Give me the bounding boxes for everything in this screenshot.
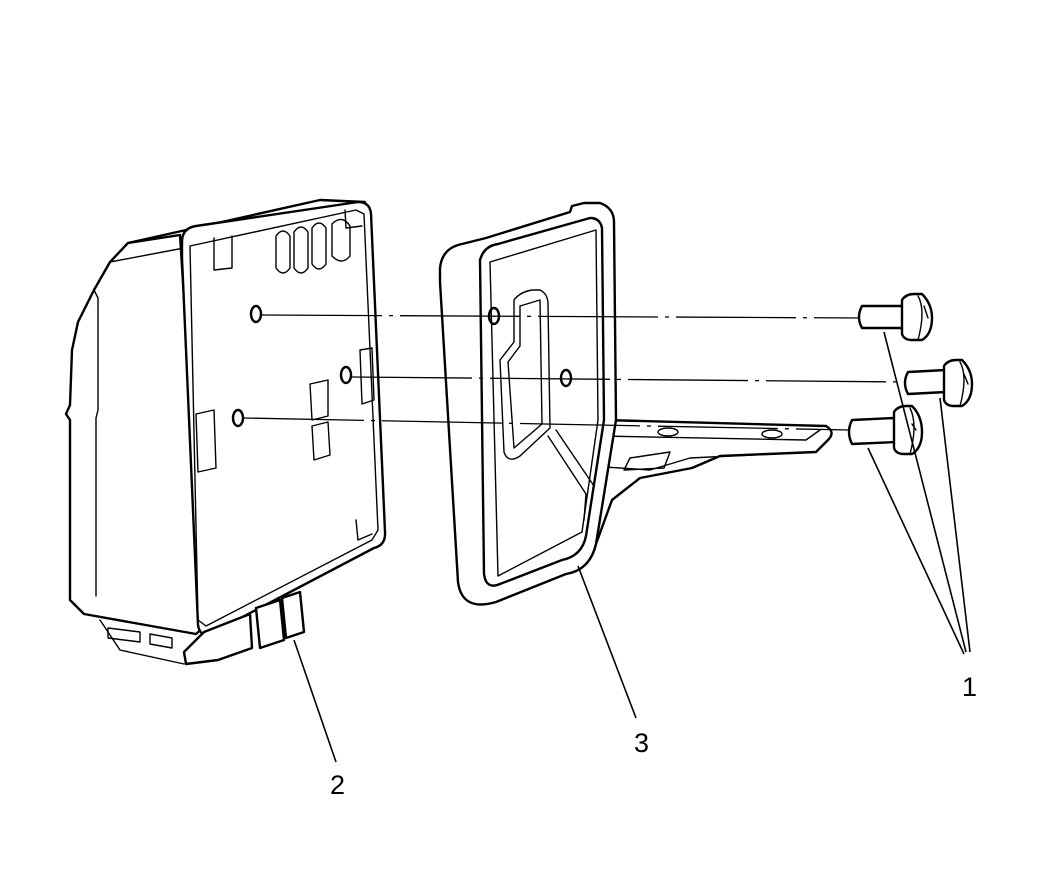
module-corner-slot-top: [213, 235, 233, 271]
bracket-upright-plate: [438, 201, 618, 606]
module-vent-1: [275, 230, 291, 274]
module-bottom-slot: [355, 519, 373, 541]
axis-upper: [261, 314, 863, 319]
bracket-rib: [547, 429, 595, 521]
module-vent-4: [331, 218, 351, 262]
fastener-upper: [857, 292, 934, 342]
module-face-rim: [189, 209, 379, 627]
leader-lines: [293, 331, 971, 763]
module-hole-middle: [339, 365, 353, 385]
module-corner-slot-right: [344, 209, 363, 229]
alignment-axes: [243, 314, 909, 431]
fastener-lower: [847, 404, 924, 456]
bracket-window-inner: [507, 299, 543, 449]
leader-fastener-middle: [939, 397, 971, 653]
callout-bracket: 3: [634, 728, 649, 758]
bracket-flange-hole-2: [761, 429, 783, 439]
module-left-slot: [195, 409, 217, 473]
fastener-middle: [903, 358, 974, 408]
bracket-flange-fold: [589, 451, 813, 471]
leader-module: [293, 639, 337, 763]
module-connector-right: [280, 590, 306, 640]
leader-fastener-lower: [867, 447, 965, 655]
axis-middle: [351, 376, 909, 383]
module-mid-slot: [309, 379, 331, 461]
bracket-base-flange: [538, 418, 833, 564]
bracket-flange-hole-1: [657, 427, 679, 437]
bracket-flange-edge: [599, 429, 821, 441]
module-right-slot: [359, 347, 375, 405]
module-vent-3: [311, 222, 327, 270]
bracket-hole-middle: [559, 368, 573, 388]
module-pin-tab-1: [107, 627, 141, 643]
leader-bracket: [577, 565, 637, 719]
module-hole-upper: [249, 304, 263, 324]
callout-module: 2: [330, 770, 345, 800]
mounting-bracket: [438, 201, 833, 606]
module-connector-left: [182, 612, 254, 666]
bracket-flange-slot: [623, 451, 671, 471]
module-side-bevel: [109, 247, 185, 263]
module-vent-2: [293, 226, 309, 274]
axis-lower: [243, 417, 851, 431]
bracket-window: [499, 289, 551, 460]
module-base-lip: [99, 619, 185, 665]
module-hole-lower: [231, 408, 245, 428]
module-side-crease: [93, 289, 99, 597]
control-module: [64, 198, 387, 666]
module-connector-mid: [254, 598, 286, 650]
callout-fastener: 1: [962, 672, 977, 702]
leader-fastener-upper: [883, 331, 967, 653]
module-pin-tab-2: [149, 633, 173, 649]
module-side-shell: [64, 233, 207, 636]
bracket-inner-rim: [478, 216, 606, 587]
bracket-inner-lip: [489, 229, 599, 577]
